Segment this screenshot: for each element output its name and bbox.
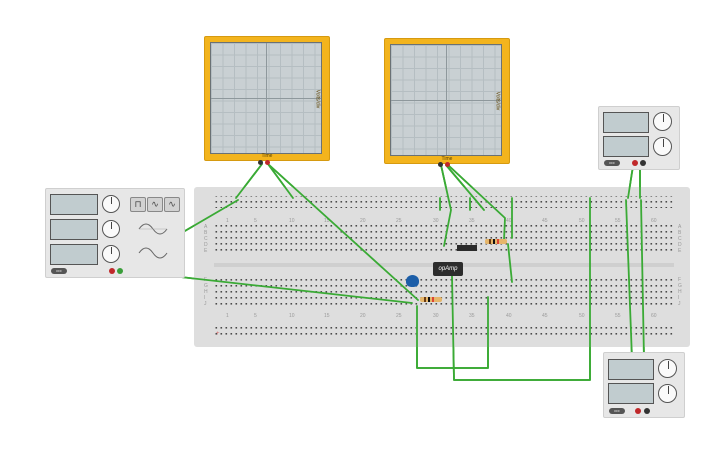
row-letter: A xyxy=(204,224,208,230)
row-letter: H xyxy=(204,289,208,295)
power-supply-1[interactable]: OFF xyxy=(598,106,680,170)
col-number: 5 xyxy=(254,218,257,224)
row-letter: J xyxy=(678,301,681,307)
fg-terminal-negative[interactable] xyxy=(117,268,123,274)
row-letter: I xyxy=(204,295,205,301)
resistor[interactable] xyxy=(420,297,442,302)
fg-display-frequency xyxy=(50,194,98,215)
oscilloscope-2[interactable]: Volts/div Time xyxy=(384,38,510,164)
ps1-terminal-positive[interactable] xyxy=(632,160,638,166)
waveform-preview-icon xyxy=(138,223,168,235)
time-label: Time xyxy=(441,156,453,162)
fg-amplitude-knob[interactable] xyxy=(102,220,120,238)
oscilloscope-screen xyxy=(210,42,322,154)
ps2-terminal-positive[interactable] xyxy=(635,408,641,414)
ps2-current-knob[interactable] xyxy=(658,384,677,403)
triangle-wave-icon[interactable]: ∿ xyxy=(147,197,163,212)
ps1-power-switch[interactable]: OFF xyxy=(604,160,620,166)
col-number: 25 xyxy=(396,218,402,224)
col-number: 60 xyxy=(651,218,657,224)
col-number: 15 xyxy=(324,313,330,319)
capacitor[interactable] xyxy=(406,275,419,287)
diode[interactable] xyxy=(457,245,477,251)
col-number: 40 xyxy=(506,313,512,319)
col-number: 5 xyxy=(254,313,257,319)
col-number: 50 xyxy=(579,218,585,224)
opamp-chip[interactable]: opAmp xyxy=(433,262,463,276)
row-letter: I xyxy=(678,295,679,301)
row-letter: C xyxy=(678,236,682,242)
row-letter: D xyxy=(204,242,208,248)
ps2-display-current xyxy=(608,383,654,404)
volts-label: Volts/div xyxy=(314,89,321,108)
col-number: 1 xyxy=(226,218,229,224)
col-number: 55 xyxy=(615,313,621,319)
ps2-voltage-knob[interactable] xyxy=(658,359,677,378)
fg-offset-knob[interactable] xyxy=(102,245,120,263)
fg-display-offset xyxy=(50,244,98,265)
row-letter: F xyxy=(678,277,681,283)
row-letter: G xyxy=(204,283,208,289)
col-number: 40 xyxy=(506,218,512,224)
col-number: 45 xyxy=(542,313,548,319)
row-letter: B xyxy=(204,230,208,236)
col-number: 10 xyxy=(289,218,295,224)
fg-terminal-positive[interactable] xyxy=(109,268,115,274)
row-letter: E xyxy=(678,248,682,254)
row-letter: C xyxy=(204,236,208,242)
fg-display-amplitude xyxy=(50,219,98,240)
row-letter: J xyxy=(204,301,207,307)
col-number: 20 xyxy=(360,313,366,319)
row-letter: G xyxy=(678,283,682,289)
col-number: 10 xyxy=(289,313,295,319)
ps2-terminal-negative[interactable] xyxy=(644,408,650,414)
col-number: 20 xyxy=(360,218,366,224)
sine-wave-icon[interactable]: ∿ xyxy=(164,197,180,212)
col-number: 35 xyxy=(469,218,475,224)
rail-minus-icon: + xyxy=(216,331,220,337)
oscilloscope-screen xyxy=(390,44,502,156)
col-number: 55 xyxy=(615,218,621,224)
oscilloscope-1[interactable]: Volts/div Time xyxy=(204,36,330,161)
ps1-current-knob[interactable] xyxy=(653,137,672,156)
ps1-display-current xyxy=(603,136,649,157)
col-number: 30 xyxy=(433,313,439,319)
scope2-probe-negative[interactable] xyxy=(438,162,443,167)
volts-label: Volts/div xyxy=(494,91,501,111)
col-number: 25 xyxy=(396,313,402,319)
col-number: 60 xyxy=(651,313,657,319)
row-letter: H xyxy=(678,289,682,295)
col-number: 1 xyxy=(226,313,229,319)
row-letter: A xyxy=(678,224,682,230)
col-number: 35 xyxy=(469,313,475,319)
row-letter: E xyxy=(204,248,208,254)
col-number: 45 xyxy=(542,218,548,224)
time-label: Time xyxy=(261,153,273,159)
scope1-probe-positive[interactable] xyxy=(265,160,270,165)
fg-power-switch[interactable]: OFF xyxy=(51,268,67,274)
scope2-probe-positive[interactable] xyxy=(445,162,450,167)
scope1-probe-negative[interactable] xyxy=(258,160,263,165)
ps1-voltage-knob[interactable] xyxy=(653,112,672,131)
function-generator[interactable]: ⊓ ∿ ∿ OFF xyxy=(45,188,185,278)
row-letter: B xyxy=(678,230,682,236)
ps2-display-voltage xyxy=(608,359,654,380)
resistor[interactable] xyxy=(485,239,507,244)
col-number: 30 xyxy=(433,218,439,224)
ps1-display-voltage xyxy=(603,112,649,133)
breadboard-holes: 1 5 10 15 20 25 30 35 40 45 50 55 60 1 5… xyxy=(204,196,682,337)
square-wave-icon[interactable]: ⊓ xyxy=(130,197,146,212)
waveform-offset-icon xyxy=(138,247,168,259)
power-supply-2[interactable]: OFF xyxy=(603,352,685,418)
fg-frequency-knob[interactable] xyxy=(102,195,120,213)
col-number: 50 xyxy=(579,313,585,319)
ps1-terminal-negative[interactable] xyxy=(640,160,646,166)
ps2-power-switch[interactable]: OFF xyxy=(609,408,625,414)
col-number: 15 xyxy=(324,218,330,224)
row-letter: D xyxy=(678,242,682,248)
